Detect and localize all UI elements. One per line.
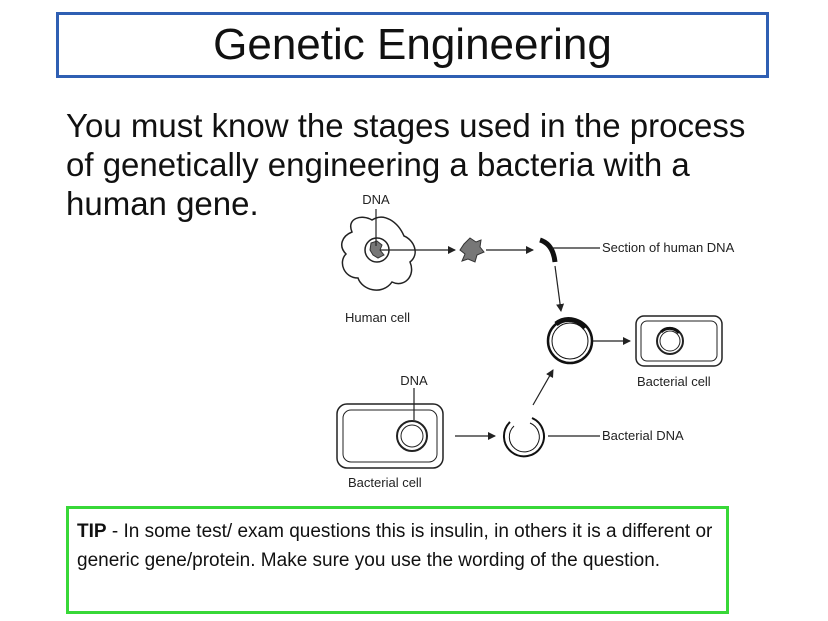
inserted-gene-segment [554, 317, 588, 330]
tip-text: - In some test/ exam questions this is i… [77, 521, 713, 571]
human-cell-label: Human cell [345, 310, 410, 325]
cut-plasmid [503, 417, 545, 458]
tip-box: TIP - In some test/ exam questions this … [66, 506, 729, 614]
bacterial-cell-wall-inner [342, 409, 438, 463]
bacterial-dna-label: Bacterial DNA [602, 428, 684, 443]
dna-label-top: DNA [362, 192, 390, 207]
transformed-gene-segment [659, 326, 681, 335]
cut-plasmid-inner [508, 422, 540, 453]
human-dna-section [539, 237, 558, 263]
intro-text: You must know the stages used in the pro… [66, 107, 746, 222]
transformed-bacterial-cell-inner [640, 320, 718, 362]
section-human-dna-label: Section of human DNA [602, 240, 735, 255]
title-box: Genetic Engineering [56, 12, 769, 78]
transformed-bacterial-cell [635, 315, 723, 367]
tip-label: TIP [77, 521, 107, 542]
bacterial-cell-label-bottom: Bacterial cell [348, 475, 422, 490]
arrow-plasmid-to-recombinant [532, 369, 554, 406]
transformed-plasmid-inner [659, 330, 681, 352]
extracted-dna-blob [459, 237, 485, 263]
human-dna-blob [369, 240, 385, 259]
arrow-insert-section [554, 265, 565, 312]
human-cell-outline [341, 216, 416, 291]
bacterial-plasmid [396, 420, 428, 452]
recombinant-plasmid-inner [551, 322, 589, 360]
bacterial-cell-outline [336, 403, 444, 469]
bacterial-plasmid-inner [400, 424, 424, 448]
dna-label-bottom: DNA [400, 373, 428, 388]
bacterial-cell-label-right: Bacterial cell [637, 374, 711, 389]
page-title: Genetic Engineering [213, 20, 612, 69]
